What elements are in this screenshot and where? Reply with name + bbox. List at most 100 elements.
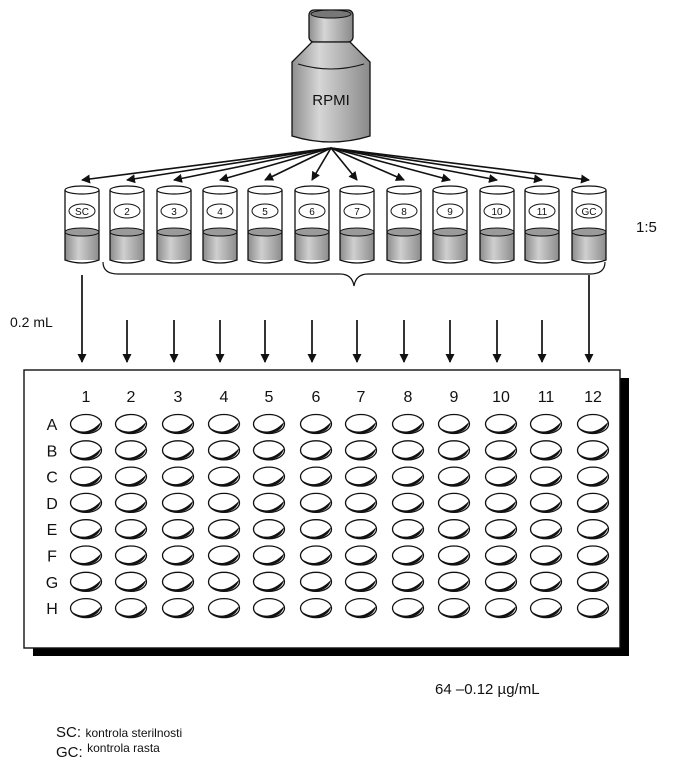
tube-8: 8 — [386, 185, 422, 264]
well — [437, 571, 471, 592]
bottle-arrow-6 — [311, 147, 332, 181]
bottle-arrow-3 — [173, 147, 332, 183]
well — [576, 519, 610, 540]
column-label-7: 7 — [357, 389, 366, 406]
well — [576, 492, 610, 514]
transfer-volume: 0.2 mL — [10, 314, 53, 330]
well — [344, 597, 378, 619]
well — [69, 413, 103, 435]
well — [391, 545, 425, 566]
well — [344, 413, 378, 435]
well — [299, 519, 333, 540]
well — [529, 413, 563, 435]
bottle-arrow-10 — [330, 147, 498, 183]
well — [161, 571, 195, 592]
well — [437, 466, 471, 487]
well — [207, 597, 241, 619]
legend-gc-code: GC: — [56, 744, 83, 761]
well — [484, 519, 518, 540]
well — [69, 571, 103, 592]
well — [529, 597, 563, 619]
well — [161, 413, 195, 435]
well — [252, 597, 286, 619]
row-label-6: F — [47, 549, 57, 566]
well — [207, 492, 241, 514]
well — [344, 519, 378, 540]
well — [391, 571, 425, 592]
well — [207, 413, 241, 435]
legend-gc-description: kontrola rasta — [87, 741, 160, 755]
well — [391, 597, 425, 619]
tube-10: 10 — [479, 185, 515, 264]
well — [161, 466, 195, 487]
tube-label-6: 6 — [309, 207, 315, 218]
well — [437, 519, 471, 540]
tube-label-11: 11 — [537, 207, 548, 218]
well — [391, 440, 425, 461]
tube-label-12: GC — [582, 207, 597, 218]
well — [529, 571, 563, 592]
tube-2: 2 — [109, 185, 145, 264]
well — [576, 571, 610, 592]
well — [344, 466, 378, 487]
tube-label-9: 9 — [447, 207, 453, 218]
well — [161, 492, 195, 514]
well — [576, 440, 610, 461]
well — [252, 519, 286, 540]
bottle-arrow-4 — [219, 147, 332, 183]
column-label-8: 8 — [404, 389, 413, 406]
row-label-2: B — [47, 443, 58, 460]
well — [207, 571, 241, 592]
tube-label-2: 2 — [124, 207, 130, 218]
well — [114, 545, 148, 566]
well — [161, 519, 195, 540]
well — [344, 492, 378, 514]
dilution-brace — [102, 261, 606, 287]
row-label-4: D — [46, 496, 58, 513]
tube-label-8: 8 — [401, 207, 407, 218]
tube-12: GC — [571, 185, 607, 264]
well — [161, 440, 195, 461]
tube-label-10: 10 — [491, 207, 503, 218]
column-label-3: 3 — [174, 389, 183, 406]
well — [529, 545, 563, 566]
well — [114, 597, 148, 619]
well — [252, 545, 286, 566]
well — [252, 440, 286, 461]
column-label-11: 11 — [538, 389, 555, 406]
plate-wells — [69, 413, 610, 619]
legend-sc-code: SC: — [56, 724, 82, 741]
well — [299, 545, 333, 566]
well — [114, 492, 148, 514]
well — [207, 440, 241, 461]
well — [207, 519, 241, 540]
well — [484, 597, 518, 619]
well — [344, 545, 378, 566]
plate-transfer-arrows — [77, 275, 594, 363]
tube-label-3: 3 — [171, 207, 177, 218]
well — [529, 519, 563, 540]
well — [69, 519, 103, 540]
tube-9: 9 — [432, 185, 468, 264]
well — [252, 413, 286, 435]
bottle-arrow-7 — [330, 147, 358, 181]
well — [576, 597, 610, 619]
tube-4: 4 — [202, 185, 238, 264]
well — [484, 466, 518, 487]
well — [69, 597, 103, 619]
well — [69, 492, 103, 514]
tube-label-1: SC — [75, 207, 89, 218]
column-label-9: 9 — [450, 389, 459, 406]
well — [437, 545, 471, 566]
well — [437, 597, 471, 619]
tube-label-7: 7 — [354, 207, 360, 218]
bottle-arrow-9 — [330, 147, 451, 183]
well — [344, 571, 378, 592]
legend-sc: SC: kontrola sterilnosti — [56, 724, 182, 742]
well — [576, 413, 610, 435]
column-label-12: 12 — [584, 389, 602, 406]
tube-label-4: 4 — [217, 207, 223, 218]
legend-gc: GC: kontrola rasta — [56, 741, 160, 762]
